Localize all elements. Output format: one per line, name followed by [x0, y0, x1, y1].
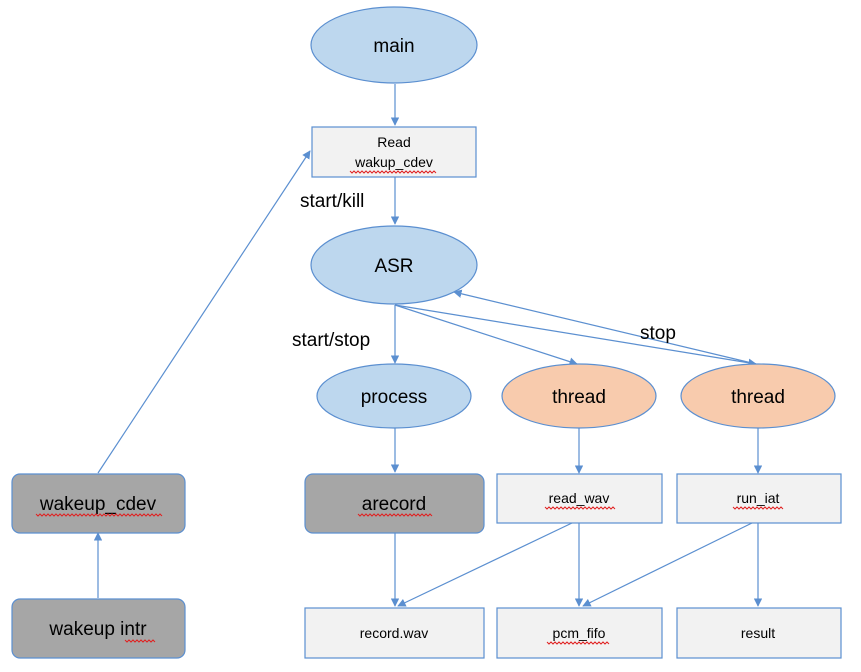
node-asr: ASR — [310, 225, 478, 305]
spellcheck-underline — [349, 170, 437, 174]
node-process: process — [316, 363, 472, 429]
node-wakeup-cdev-label: wakeup_cdev — [39, 494, 157, 515]
node-record-wav-label: record.wav — [360, 625, 428, 641]
node-wakeup-cdev: wakeup_cdev — [11, 473, 186, 534]
edge-run-iat-to-pcm-fifo — [582, 522, 753, 607]
spellcheck-underline — [124, 639, 156, 643]
spellcheck-underline — [544, 506, 616, 510]
node-main: main — [310, 6, 478, 84]
node-arecord-label: arecord — [362, 494, 426, 515]
edge-read-wav-to-record-wav — [397, 522, 573, 607]
node-read-cdev-line2: wakup_cdev — [354, 154, 433, 170]
edge-asr-to-thread1 — [394, 304, 578, 366]
node-pcm-fifo-label: pcm_fifo — [553, 625, 606, 641]
spellcheck-underline — [357, 513, 433, 517]
node-thread1-label: thread — [552, 387, 606, 408]
node-thread1: thread — [501, 363, 657, 429]
edge-wakeup-cdev-to-read-cdev — [97, 150, 311, 474]
node-thread2-label: thread — [731, 387, 785, 408]
edge-label-start-kill: start/kill — [300, 191, 364, 212]
node-read-wav: read_wav — [496, 473, 663, 524]
node-read-cdev: Read wakup_cdev — [311, 126, 477, 178]
node-arecord: arecord — [304, 473, 485, 534]
node-asr-label: ASR — [374, 256, 413, 277]
node-read-cdev-line1: Read — [377, 134, 410, 150]
node-thread2: thread — [680, 363, 836, 429]
node-pcm-fifo: pcm_fifo — [496, 607, 663, 659]
node-process-label: process — [361, 387, 428, 408]
node-read-wav-label: read_wav — [549, 490, 610, 506]
node-run-iat: run_iat — [676, 473, 842, 524]
node-result-label: result — [741, 625, 775, 641]
edge-thread2-to-asr — [453, 289, 757, 365]
spellcheck-underline — [732, 506, 784, 510]
node-main-label: main — [373, 36, 414, 57]
spellcheck-underline — [35, 513, 163, 517]
node-result: result — [676, 607, 842, 659]
edges — [93, 84, 763, 607]
spellcheck-underline — [546, 641, 610, 645]
node-run-iat-label: run_iat — [737, 490, 780, 506]
node-wakeup-intr-label: wakeup intr — [48, 619, 147, 640]
node-record-wav: record.wav — [304, 607, 485, 659]
edge-label-stop: stop — [640, 323, 676, 344]
edge-label-start-stop: start/stop — [292, 330, 370, 351]
node-wakeup-intr: wakeup intr — [11, 598, 186, 659]
edge-asr-to-thread2 — [394, 304, 757, 367]
